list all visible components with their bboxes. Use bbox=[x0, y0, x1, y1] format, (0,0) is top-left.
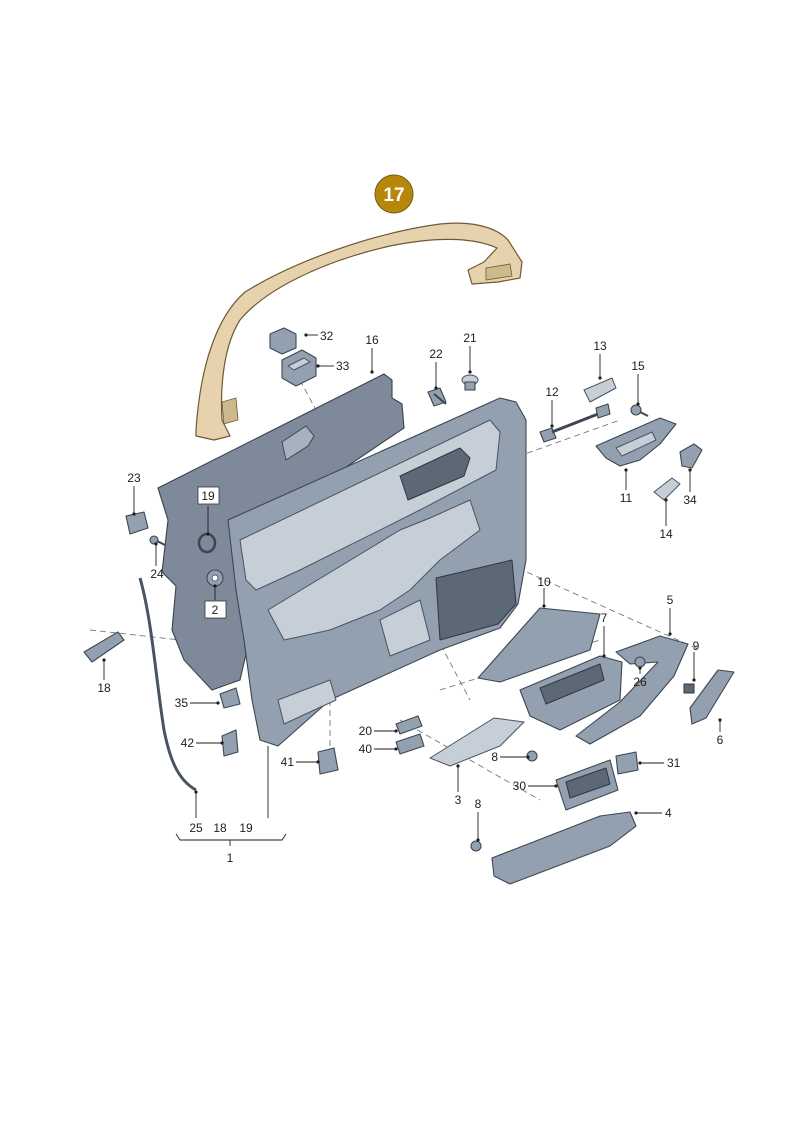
label-23[interactable]: 23 bbox=[127, 471, 141, 485]
label-20[interactable]: 20 bbox=[359, 724, 373, 738]
part-13-cover[interactable] bbox=[583, 377, 617, 403]
label-6[interactable]: 6 bbox=[717, 733, 724, 747]
label-2-boxed[interactable]: 2 bbox=[212, 603, 219, 617]
label-21[interactable]: 21 bbox=[463, 331, 477, 345]
part-40-switch[interactable] bbox=[395, 733, 425, 755]
part-22-screw[interactable] bbox=[427, 387, 447, 407]
label-16[interactable]: 16 bbox=[365, 333, 379, 347]
part-11-handle-bracket[interactable] bbox=[595, 417, 677, 467]
label-33[interactable]: 33 bbox=[336, 359, 350, 373]
part-24-screw[interactable] bbox=[149, 535, 166, 546]
label-19-boxed[interactable]: 19 bbox=[201, 489, 215, 503]
part-3-pocket-liner[interactable] bbox=[429, 717, 525, 767]
label-7[interactable]: 7 bbox=[601, 611, 608, 625]
part-23-bracket[interactable] bbox=[125, 511, 149, 535]
label-8-lower[interactable]: 8 bbox=[475, 797, 482, 811]
label-10[interactable]: 10 bbox=[537, 575, 551, 589]
label-22[interactable]: 22 bbox=[429, 347, 443, 361]
label-3[interactable]: 3 bbox=[455, 793, 462, 807]
part-26-screw[interactable] bbox=[634, 656, 646, 668]
part-15-screw[interactable] bbox=[630, 404, 649, 417]
label-34[interactable]: 34 bbox=[683, 493, 697, 507]
part-2-nut[interactable] bbox=[206, 569, 224, 587]
label-4[interactable]: 4 bbox=[665, 806, 672, 820]
label-30[interactable]: 30 bbox=[513, 779, 527, 793]
label-9[interactable]: 9 bbox=[693, 639, 700, 653]
upper-trim-strip-part[interactable] bbox=[195, 222, 523, 441]
label-31[interactable]: 31 bbox=[667, 756, 681, 770]
label-11[interactable]: 11 bbox=[620, 491, 633, 505]
label-box-2 bbox=[204, 600, 227, 619]
label-12[interactable]: 12 bbox=[545, 385, 559, 399]
label-box-19 bbox=[197, 486, 220, 505]
part-7-switch-panel[interactable] bbox=[519, 655, 623, 731]
part-10-trim-panel[interactable] bbox=[477, 607, 601, 683]
part-35-clip[interactable] bbox=[219, 687, 241, 709]
label-13[interactable]: 13 bbox=[593, 339, 607, 353]
door-trim-panel-part[interactable] bbox=[227, 397, 527, 747]
label-14[interactable]: 14 bbox=[659, 527, 673, 541]
part-41-clip[interactable] bbox=[317, 747, 339, 775]
leader-lines bbox=[102, 333, 722, 846]
label-40[interactable]: 40 bbox=[359, 742, 373, 756]
label-32[interactable]: 32 bbox=[320, 329, 334, 343]
part-31-knob[interactable] bbox=[615, 751, 639, 775]
label-26[interactable]: 26 bbox=[633, 675, 647, 689]
part-8-screw-lower[interactable] bbox=[470, 840, 482, 852]
part-18-trim-piece[interactable] bbox=[83, 631, 125, 663]
part-9-clip[interactable] bbox=[683, 683, 695, 694]
label-42[interactable]: 42 bbox=[181, 736, 195, 750]
label-24[interactable]: 24 bbox=[150, 567, 164, 581]
part-34-button[interactable] bbox=[679, 443, 703, 469]
part-21-clip[interactable] bbox=[461, 374, 479, 391]
label-25[interactable]: 25 bbox=[189, 821, 203, 835]
part-4-armrest-cover[interactable] bbox=[491, 811, 637, 885]
label-19-bottom[interactable]: 19 bbox=[239, 821, 253, 835]
label-15[interactable]: 15 bbox=[631, 359, 645, 373]
label-1[interactable]: 1 bbox=[227, 851, 234, 865]
part-20-switch[interactable] bbox=[395, 715, 423, 735]
part-labels: 32 33 16 22 21 13 12 15 11 34 14 23 24 1… bbox=[97, 329, 723, 865]
label-41[interactable]: 41 bbox=[281, 755, 295, 769]
label-18-left[interactable]: 18 bbox=[97, 681, 111, 695]
label-35[interactable]: 35 bbox=[175, 696, 189, 710]
part-14-cover[interactable] bbox=[653, 477, 681, 501]
badge-label: 17 bbox=[383, 185, 404, 206]
part-12-rod[interactable] bbox=[539, 403, 611, 443]
highlight-badge-17[interactable]: 17 bbox=[374, 174, 414, 214]
label-8-upper[interactable]: 8 bbox=[491, 750, 498, 764]
part-5-armrest-frame[interactable] bbox=[575, 635, 689, 745]
label-5[interactable]: 5 bbox=[667, 593, 674, 607]
part-25-seal-strip[interactable] bbox=[138, 577, 197, 792]
part-32-clip[interactable] bbox=[269, 327, 297, 355]
part-42-clip[interactable] bbox=[221, 729, 239, 757]
part-33-clip[interactable] bbox=[281, 349, 317, 387]
part-30-switch-block[interactable] bbox=[555, 759, 619, 811]
label-18-bottom[interactable]: 18 bbox=[213, 821, 227, 835]
part-6-trim-strip[interactable] bbox=[689, 669, 735, 725]
